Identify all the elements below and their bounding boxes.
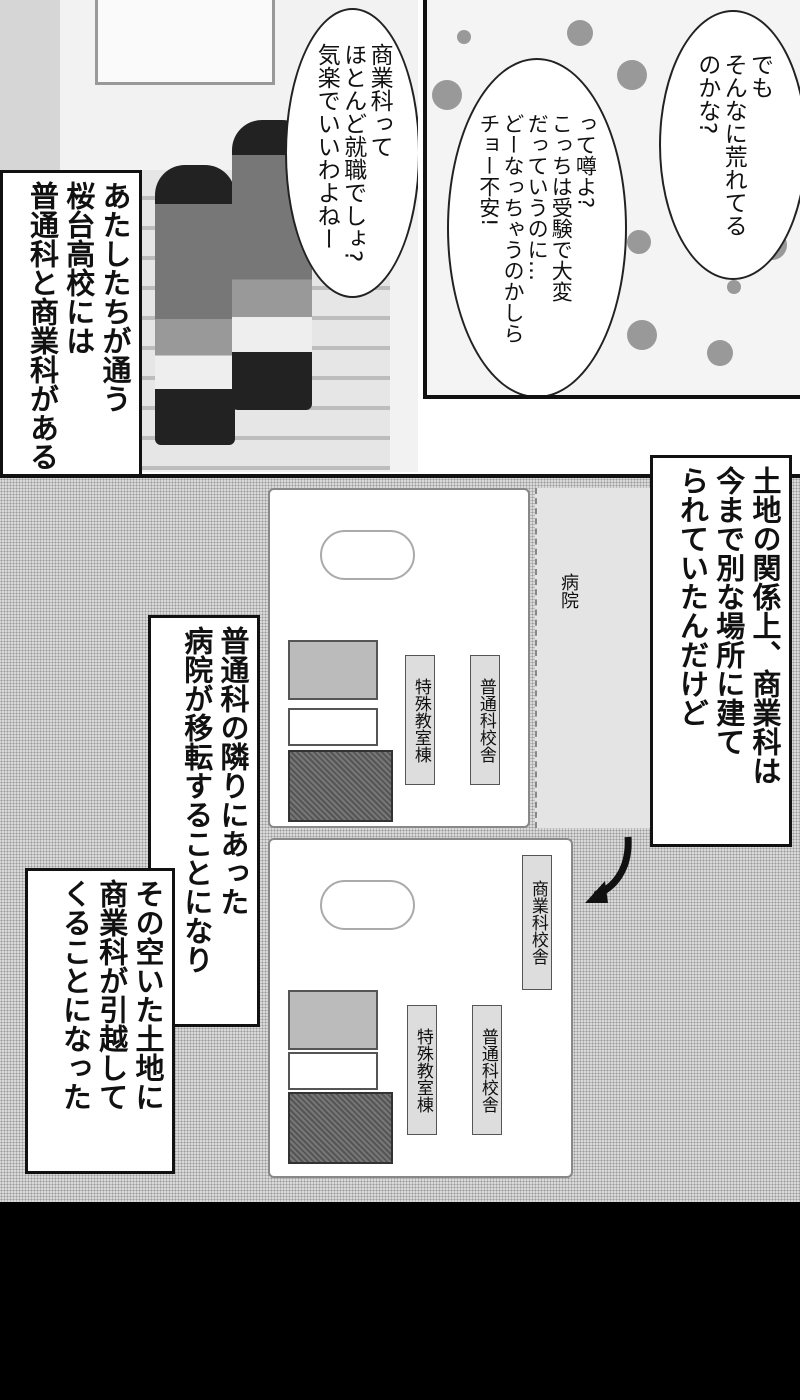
caption-commerce-moves: その空いた土地に 商業科が引越して くることになった (25, 868, 175, 1174)
bubble-line: こっちは受験で大変 (549, 112, 574, 302)
pool (288, 640, 378, 700)
caption-line: 桜台高校には (61, 181, 96, 355)
panel-dots: でも そんなに荒れてる のかな? って噂よ? こっちは受験で大変 だっていうのに… (423, 0, 800, 399)
caption-line: られていたんだけど (675, 466, 710, 727)
caption-school-intro: あたしたちが通う 桜台高校には 普通科と商業科がある (0, 170, 142, 522)
gym (288, 1052, 378, 1090)
pool (288, 990, 378, 1050)
gym (288, 708, 378, 746)
caption-line: その空いた土地に (131, 879, 165, 1111)
track (320, 880, 415, 930)
bubble-line: ほとんど就職でしょ? (339, 43, 366, 263)
caption-line: 商業科が引越して (94, 879, 129, 1111)
bubble-line: って噂よ? (573, 112, 598, 208)
bubble-line: 気楽でいいわよねー (313, 43, 340, 251)
bubble-line: どーなっちゃうのかしら (500, 112, 525, 344)
speech-bubble: 商業科って ほとんど就職でしょ? 気楽でいいわよねー (285, 8, 418, 298)
commerce-building: 商業科校舎 (522, 855, 552, 990)
special-building-label: 特殊教室棟 (412, 1027, 433, 1113)
general-building: 普通科校舎 (472, 1005, 502, 1135)
special-building: 特殊教室棟 (405, 655, 435, 785)
special-building-label: 特殊教室棟 (410, 677, 431, 763)
bubble-line: 商業科って (366, 43, 393, 159)
bubble-line: のかな? (693, 53, 720, 135)
speech-bubble-a: でも そんなに荒れてる のかな? (659, 10, 800, 280)
window (95, 0, 275, 85)
caption-line: くることになった (58, 879, 93, 1111)
bubble-line: そんなに荒れてる (720, 53, 747, 237)
caption-line: 普通科の隣りにあった (216, 626, 250, 916)
map-before: 特殊教室棟 普通科校舎 (268, 488, 530, 828)
caption-line: 病院が移転することになり (179, 626, 214, 974)
arrow-icon (585, 836, 632, 903)
general-building-label: 普通科校舎 (475, 677, 496, 763)
special-building: 特殊教室棟 (407, 1005, 437, 1135)
wall (0, 0, 60, 200)
hospital-area: 病院 (535, 488, 655, 828)
bottom-margin (0, 1202, 800, 1400)
hospital-label: 病院 (558, 573, 579, 609)
general-building: 普通科校舎 (470, 655, 500, 785)
bubble-line: チョー不安! (476, 112, 501, 226)
bubble-line: でも (746, 53, 773, 99)
caption-land-reason: 土地の関係上、商業科は 今まで別な場所に建て られていたんだけど (650, 455, 792, 847)
caption-line: 今まで別な場所に建て (711, 466, 746, 756)
student-left (155, 165, 235, 445)
map-after: 特殊教室棟 普通科校舎 商業科校舎 (268, 838, 573, 1178)
panel-stairs: 商業科って ほとんど就職でしょ? 気楽でいいわよねー (0, 0, 418, 472)
caption-line: 土地の関係上、商業科は (748, 466, 782, 785)
speech-bubble-b: って噂よ? こっちは受験で大変 だっていうのに… どーなっちゃうのかしら チョー… (447, 58, 627, 395)
caption-line: あたしたちが通う (98, 181, 132, 413)
track (320, 530, 415, 580)
caption-hospital-move: 普通科の隣りにあった 病院が移転することになり (148, 615, 260, 1027)
caption-line: 普通科と商業科がある (25, 181, 60, 471)
bubble-line: だっていうのに… (525, 112, 550, 281)
building-roof (288, 1092, 393, 1164)
commerce-building-label: 商業科校舎 (527, 880, 548, 965)
general-building-label: 普通科校舎 (477, 1027, 498, 1113)
building-roof (288, 750, 393, 822)
